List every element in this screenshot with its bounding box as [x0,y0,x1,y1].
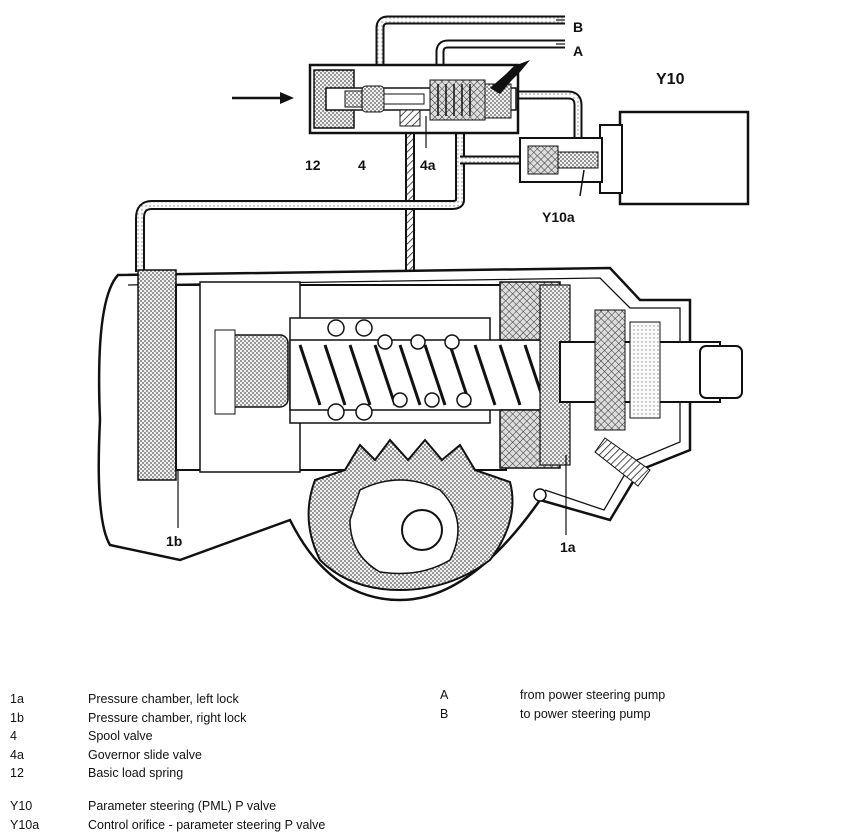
leader-lines [177,19,567,535]
flow-arrow [232,92,294,104]
legend-text: to power steering pump [520,706,651,721]
legend: 1a Pressure chamber, left lock 1b Pressure … [10,690,430,838]
legend-text: Governor slide valve [88,747,202,762]
legend-text: Parameter steering (PML) P valve [88,799,277,813]
legend-key: 1b [10,710,24,725]
input-shaft [559,309,743,487]
legend-key: Y10a [10,817,40,832]
y10a-control-orifice [519,137,603,197]
hydraulic-lines [135,15,583,275]
callout-1b: 1b [166,533,182,549]
callout-b: B [573,19,583,35]
y10-p-valve [599,110,750,206]
callout-4: 4 [358,157,366,173]
callout-4a: 4a [420,157,436,173]
callout-y10a: Y10a [542,209,575,225]
legend-text: Pressure chamber, left lock [88,692,239,706]
legend-text: Control orifice - parameter steering P v… [88,817,326,832]
legend-key: Y10 [10,799,33,813]
callout-a: A [573,43,583,59]
legend-key: 4a [10,747,24,762]
legend-key: B [440,706,449,721]
chamber-1b [137,269,177,481]
callout-12: 12 [305,157,321,173]
legend-text: Pressure chamber, right lock [88,710,247,725]
legend-text: Basic load spring [88,766,184,780]
legend-text: from power steering pump [520,688,666,702]
sector-gear [307,438,547,592]
worm-screw [289,319,561,421]
legend-key: 4 [10,729,17,743]
legend-key: A [440,688,449,702]
legend-key: 12 [10,766,24,780]
chamber-1a [499,281,571,469]
legend-text: Spool valve [88,729,153,743]
callout-y10: Y10 [656,71,685,88]
control-valve-block [308,60,530,135]
legend-key: 1a [10,692,24,706]
callout-1a: 1a [560,539,576,555]
steering-gear-diagram: B A Y10 Y10a 12 4 4a 1b 1a [97,15,750,602]
